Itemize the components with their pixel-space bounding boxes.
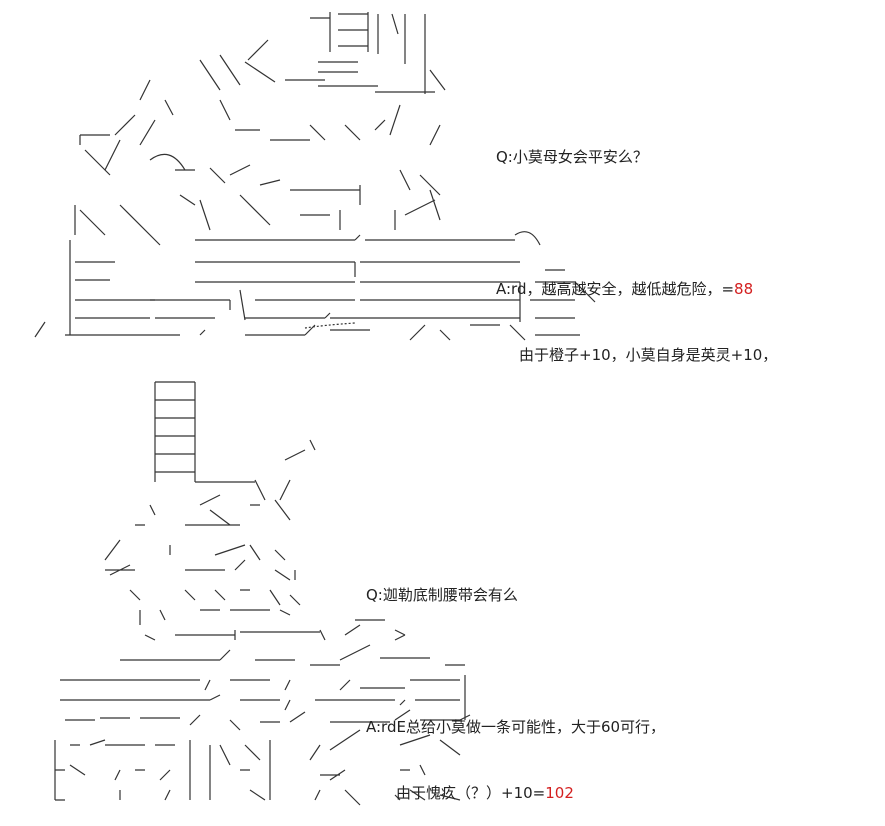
answer-2-value: 102: [545, 784, 574, 802]
answer-1-line-2: 由于橙子+10，小莫自身是英灵+10，: [519, 346, 778, 364]
answer-2-line-1: A:rdE总给小莫做一条可能性，大于60可行，: [366, 718, 666, 736]
answer-1-line-1: A:rd，越高越安全，越低越危险，=88: [496, 278, 777, 300]
answer-2-line-2: 由于愧疚（？）+10=102: [366, 782, 665, 804]
answer-1-value: 88: [734, 280, 754, 298]
ascii-art-top: [34, 12, 596, 341]
question-2: Q:迦勒底制腰带会有么: [366, 586, 518, 604]
ascii-art-bottom: [54, 381, 471, 806]
question-1: Q:小莫母女会平安么？: [496, 148, 648, 166]
qa-panel-1: Q:小莫母女会平安么？ A:rd，越高越安全，越低越危险，=88 由于橙子+10…: [496, 102, 777, 388]
answer-1-prefix: A:rd，越高越安全，越低越危险，=: [496, 280, 735, 298]
answer-2-prefix: 由于愧疚（？）+10=: [396, 784, 546, 802]
qa-panel-2: Q:迦勒底制腰带会有么 A:rdE总给小莫做一条可能性，大于60可行， 由于愧疚…: [366, 540, 665, 826]
